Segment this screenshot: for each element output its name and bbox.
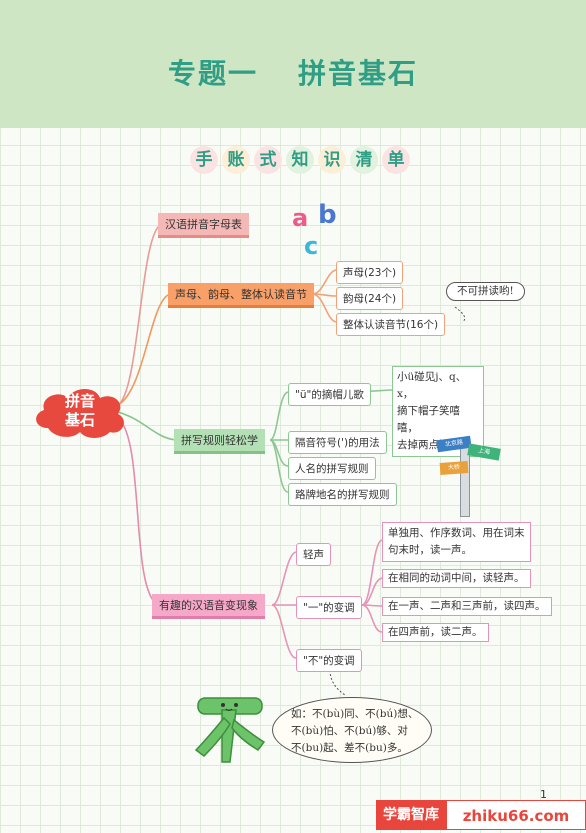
- note-line: 不(bu)起、差不(bu)多。: [291, 742, 408, 754]
- leaf-sign-rules[interactable]: 路牌地名的拼写规则: [288, 483, 397, 506]
- title-part2: 拼音基石: [298, 57, 419, 90]
- center-line2: 基石: [64, 411, 95, 429]
- subtitle-char: 知: [286, 146, 314, 174]
- bu-character-mascot-icon: [194, 697, 266, 763]
- note-line: 如：不(bù)同、不(bú)想、: [291, 708, 419, 720]
- note-line: 小ü碰见j、q、x，: [397, 371, 467, 400]
- note-yi-rule-1: 单独用、作序数词、用在词末 句末时，读一声。: [382, 522, 531, 562]
- leaf-neutral-tone[interactable]: 轻声: [296, 543, 331, 566]
- subtitle: 手账式知识清: [190, 146, 402, 180]
- branch-spelling-rules[interactable]: 拼写规则轻松学: [174, 429, 265, 454]
- letter-c-icon: c: [304, 232, 319, 260]
- subtitle-char: 清: [350, 146, 378, 174]
- header-band: [0, 0, 586, 128]
- center-line1: 拼音: [64, 392, 95, 410]
- branch-tone-changes[interactable]: 有趣的汉语音变现象: [152, 594, 265, 619]
- leaf-apostrophe[interactable]: 隔音符号(')的用法: [288, 431, 387, 454]
- page-number: 1: [540, 788, 547, 801]
- note-yi-rule-2: 在相同的动词中间，读轻声。: [382, 569, 531, 588]
- leaf-u-rhyme[interactable]: "ü"的摘帽儿歌: [288, 383, 371, 406]
- note-line: 单独用、作序数词、用在词末: [388, 527, 525, 539]
- note-bu-examples: 如：不(bù)同、不(bú)想、 不(bù)怕、不(bú)够、对 不(bu)起、…: [272, 697, 432, 763]
- header-wave: [0, 112, 586, 125]
- leaf-name-rules[interactable]: 人名的拼写规则: [288, 457, 376, 480]
- subtitle-char: 单: [382, 146, 410, 174]
- letter-b-icon: b: [318, 200, 337, 230]
- center-node: 拼音 基石: [54, 392, 106, 430]
- branch-initials-finals[interactable]: 声母、韵母、整体认读音节: [168, 283, 314, 308]
- leaf-yi-tone[interactable]: "一"的变调: [296, 596, 362, 619]
- subtitle-char: 识: [318, 146, 346, 174]
- title-part1: 专题一: [167, 57, 258, 90]
- note-not-spellable: 不可拼读哟!: [446, 282, 525, 301]
- center-cloud: [36, 389, 124, 438]
- note-yi-rule-3: 在一声、二声和三声前，读四声。: [382, 597, 552, 616]
- note-yi-rule-4: 在四声前，读二声。: [382, 623, 489, 642]
- leaf-bu-tone[interactable]: "不"的变调: [296, 649, 362, 672]
- branch-pinyin-alphabet[interactable]: 汉语拼音字母表: [158, 213, 249, 238]
- watermark-brand: 学霸智库: [376, 800, 446, 830]
- subtitle-char: 式: [254, 146, 282, 174]
- subtitle-char: 账: [222, 146, 250, 174]
- leaf-whole-syllables[interactable]: 整体认读音节(16个): [336, 313, 446, 336]
- note-line: 句末时，读一声。: [388, 544, 472, 556]
- page-title: 专题一 拼音基石: [0, 52, 586, 92]
- sign-board-3: 大桥: [439, 461, 469, 475]
- watermark-url[interactable]: zhiku66.com: [446, 800, 586, 830]
- subtitle-char: 手: [190, 146, 218, 174]
- note-line: 摘下帽子笑嘻嘻，: [397, 405, 460, 434]
- note-line: 不(bù)怕、不(bú)够、对: [291, 725, 408, 737]
- leaf-finals[interactable]: 韵母(24个): [336, 287, 404, 310]
- leaf-initials[interactable]: 声母(23个): [336, 261, 404, 284]
- letter-a-icon: a: [292, 204, 309, 232]
